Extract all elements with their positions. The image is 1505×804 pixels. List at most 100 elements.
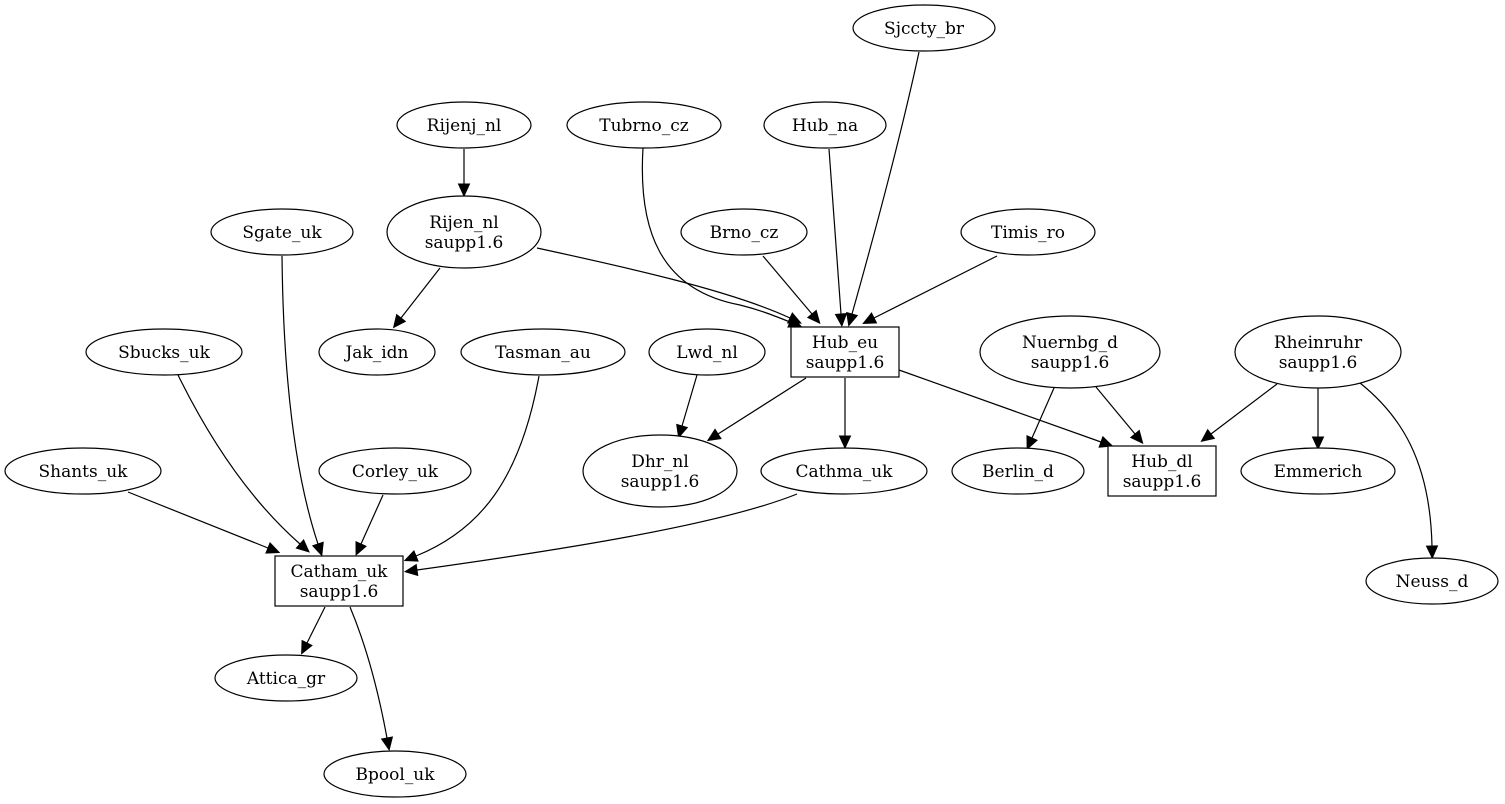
arrow-head-icon bbox=[311, 541, 324, 557]
node-label: Tasman_au bbox=[495, 343, 591, 363]
arrow-head-icon bbox=[806, 309, 821, 325]
arrow-head-icon bbox=[403, 549, 419, 562]
edge-line bbox=[416, 493, 798, 571]
edge-line bbox=[127, 491, 269, 549]
edge-hub_na-to-hub_eu bbox=[828, 148, 848, 328]
node-cathma-uk[interactable]: Cathma_uk bbox=[760, 447, 928, 495]
node-ellipse bbox=[318, 447, 472, 495]
edge-line bbox=[1359, 382, 1433, 547]
node-sjccty-br[interactable]: Sjccty_br bbox=[852, 4, 996, 52]
edge-timis_ro-to-hub_eu bbox=[862, 255, 998, 324]
node-tasman-au[interactable]: Tasman_au bbox=[460, 328, 626, 376]
edge-line bbox=[641, 147, 791, 323]
edge-rheinruhr-to-emmerich bbox=[1311, 388, 1325, 451]
edge-line bbox=[415, 375, 540, 557]
node-tubrno-cz[interactable]: Tubrno_cz bbox=[566, 101, 722, 149]
edge-line bbox=[306, 606, 326, 644]
node-sublabel: saupp1.6 bbox=[806, 353, 885, 373]
node-bpool-uk[interactable]: Bpool_uk bbox=[323, 750, 467, 798]
edge-sjccty_br-to-hub_eu bbox=[846, 51, 920, 327]
edge-tasman_au-to-catham_uk bbox=[403, 375, 540, 562]
node-sublabel: saupp1.6 bbox=[1031, 353, 1110, 373]
node-emmerich[interactable]: Emmerich bbox=[1240, 447, 1396, 495]
arrow-head-icon bbox=[838, 435, 852, 450]
edge-corley_uk-to-catham_uk bbox=[355, 494, 384, 557]
arrow-head-icon bbox=[380, 736, 394, 751]
edge-hub_eu-to-hub_dl bbox=[898, 369, 1114, 448]
node-lwd-nl[interactable]: Lwd_nl bbox=[648, 328, 766, 376]
edge-rijenj_nl-to-rijen_nl bbox=[457, 149, 471, 198]
arrow-head-icon bbox=[457, 183, 471, 198]
node-box bbox=[274, 555, 404, 607]
arrow-head-icon bbox=[834, 313, 848, 328]
node-ellipse bbox=[1240, 447, 1396, 495]
node-berlin-d[interactable]: Berlin_d bbox=[951, 447, 1085, 495]
arrow-head-icon bbox=[403, 563, 419, 577]
edge-line bbox=[400, 267, 441, 319]
node-attica-gr[interactable]: Attica_gr bbox=[214, 654, 358, 702]
arrow-head-icon bbox=[1311, 436, 1325, 451]
node-label: Neuss_d bbox=[1396, 572, 1469, 592]
node-label: Nuernbg_d bbox=[1022, 333, 1118, 353]
edge-lwd_nl-to-dhr_nl bbox=[676, 374, 698, 439]
node-ellipse bbox=[386, 195, 542, 269]
node-label: Emmerich bbox=[1274, 462, 1363, 482]
node-jak-idn[interactable]: Jak_idn bbox=[318, 328, 436, 376]
edge-line bbox=[717, 377, 807, 435]
arrow-head-icon bbox=[1098, 435, 1114, 448]
node-label: Rijenj_nl bbox=[427, 116, 502, 136]
arrow-head-icon bbox=[1200, 428, 1216, 442]
edge-hub_eu-to-dhr_nl bbox=[706, 377, 807, 442]
node-label: Lwd_nl bbox=[676, 343, 738, 363]
node-rijenj-nl[interactable]: Rijenj_nl bbox=[396, 101, 532, 149]
node-hub-na[interactable]: Hub_na bbox=[763, 101, 887, 149]
edge-line bbox=[873, 255, 998, 319]
node-corley-uk[interactable]: Corley_uk bbox=[318, 447, 472, 495]
node-neuss-d[interactable]: Neuss_d bbox=[1365, 557, 1499, 605]
node-sublabel: saupp1.6 bbox=[621, 472, 700, 492]
node-sublabel: saupp1.6 bbox=[1123, 472, 1202, 492]
node-ellipse bbox=[1365, 557, 1499, 605]
node-label: Sgate_uk bbox=[242, 223, 322, 243]
edge-sgate_uk-to-catham_uk bbox=[281, 255, 324, 557]
node-ellipse bbox=[960, 208, 1096, 256]
node-label: Shants_uk bbox=[39, 462, 129, 482]
node-shants-uk[interactable]: Shants_uk bbox=[4, 447, 162, 495]
node-ellipse bbox=[323, 750, 467, 798]
edge-nuernbg_d-to-hub_dl bbox=[1095, 386, 1144, 445]
edge-line bbox=[1210, 383, 1278, 435]
node-timis-ro[interactable]: Timis_ro bbox=[960, 208, 1096, 256]
node-ellipse bbox=[460, 328, 626, 376]
arrow-head-icon bbox=[862, 312, 878, 324]
node-sbucks-uk[interactable]: Sbucks_uk bbox=[85, 328, 243, 376]
arrow-head-icon bbox=[706, 428, 722, 442]
arrow-head-icon bbox=[355, 540, 367, 557]
edge-shants_uk-to-catham_uk bbox=[127, 491, 281, 554]
node-box bbox=[1107, 445, 1217, 497]
edge-catham_uk-to-attica_gr bbox=[301, 606, 326, 655]
node-label: Brno_cz bbox=[710, 223, 779, 243]
node-sublabel: saupp1.6 bbox=[425, 233, 504, 253]
arrow-head-icon bbox=[301, 639, 313, 655]
node-label: Hub_eu bbox=[812, 333, 878, 353]
node-ellipse bbox=[763, 101, 887, 149]
node-ellipse bbox=[318, 328, 436, 376]
node-ellipse bbox=[396, 101, 532, 149]
edge-line bbox=[349, 606, 388, 739]
node-label: Bpool_uk bbox=[355, 765, 435, 785]
edge-rijen_nl-to-hub_eu bbox=[536, 247, 802, 324]
node-sgate-uk[interactable]: Sgate_uk bbox=[210, 208, 354, 256]
node-brno-cz[interactable]: Brno_cz bbox=[680, 208, 808, 256]
node-label: Hub_na bbox=[792, 116, 858, 136]
edge-rijen_nl-to-jak_idn bbox=[392, 267, 441, 329]
edge-line bbox=[898, 369, 1102, 443]
arrow-head-icon bbox=[846, 311, 859, 327]
